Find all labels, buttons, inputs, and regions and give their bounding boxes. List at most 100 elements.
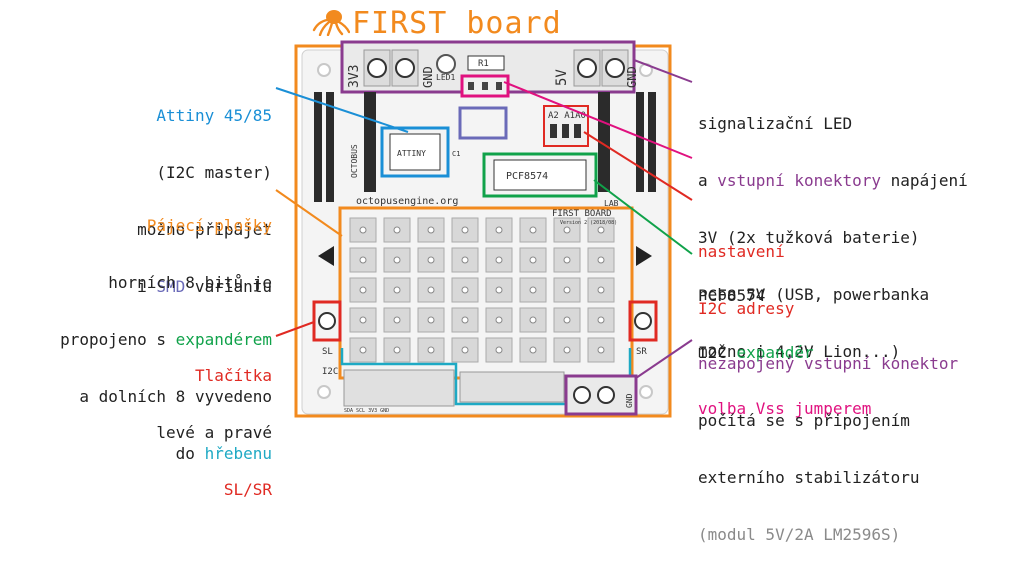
board-diagram: 3V3 GND LED1 R1 5V GND ATTINY C1 OCTOBUS… <box>275 40 693 418</box>
note-attiny-line3: možno připájet <box>137 220 272 239</box>
note-expander-line2: I2C expandér <box>698 343 814 362</box>
label-gnd2: GND <box>625 66 639 88</box>
pad-hole <box>529 346 537 354</box>
pad-hole <box>461 346 469 354</box>
note-address: nastavení I2C adresy <box>698 204 898 337</box>
label-gnd3: GND <box>625 393 634 408</box>
pad-hole <box>393 286 401 294</box>
attiny-box <box>380 126 450 178</box>
button-sl-box <box>312 300 342 342</box>
callout-line-led <box>633 59 693 83</box>
solder-pad-grid <box>349 217 615 363</box>
note-attiny-title: Attiny 45/85 <box>156 106 272 125</box>
callout-line-jumper <box>503 81 693 159</box>
note-pads-line3: propojeno s expandérem <box>60 330 272 349</box>
pad-hole <box>393 316 401 324</box>
pcf8574-box <box>482 152 598 198</box>
note-led-line1: signalizační LED <box>698 114 853 133</box>
pad-hole <box>359 226 367 234</box>
note-led-line4: nebo 5V (USB, powerbanka <box>698 285 930 304</box>
resistor-r1 <box>467 55 505 71</box>
pad-hole <box>597 346 605 354</box>
note-buttons: Tlačítka levé a pravé SL/SR <box>100 328 272 518</box>
pad-hole <box>495 226 503 234</box>
pad-hole <box>563 226 571 234</box>
pad-hole <box>461 256 469 264</box>
pad-hole <box>495 316 503 324</box>
note-attiny-line4: i SMD variantu <box>137 277 272 296</box>
pad-hole <box>427 346 435 354</box>
right-arrow-icon <box>636 246 652 266</box>
label-led1: LED1 <box>436 73 455 82</box>
solder-pad <box>587 277 615 303</box>
label-attiny: ATTINY <box>397 149 426 158</box>
note-address-line2: I2C adresy <box>698 299 795 318</box>
pad-hole <box>427 286 435 294</box>
pad-hole <box>393 256 401 264</box>
label-i2c: I2C <box>322 367 338 377</box>
pad-hole <box>597 256 605 264</box>
callout-line-connector <box>635 339 693 379</box>
pad-hole <box>461 226 469 234</box>
note-connector-line4: (modul 5V/2A LM2596S) <box>698 525 901 544</box>
pad-hole <box>597 316 605 324</box>
pad-hole <box>393 346 401 354</box>
page-title: FIRST board <box>352 6 562 41</box>
note-led: signalizační LED a vstupní konektory nap… <box>698 76 1018 437</box>
pad-hole <box>359 316 367 324</box>
note-buttons-title: Tlačítka <box>194 366 272 385</box>
label-address: A2 A1A0 <box>548 111 586 121</box>
callout-line-attiny <box>275 87 409 133</box>
solder-pad <box>383 307 411 333</box>
note-led-line6: volba Vss jumperem <box>698 399 872 418</box>
pad-hole <box>495 256 503 264</box>
pad-hole <box>597 226 605 234</box>
label-3v3: 3V3 <box>347 65 362 88</box>
pad-hole <box>495 346 503 354</box>
screw-terminals <box>363 49 629 87</box>
pad-hole <box>529 286 537 294</box>
pad-hole <box>359 346 367 354</box>
pad-hole <box>359 286 367 294</box>
label-version: Version 2 (2018/08) <box>560 220 617 226</box>
smd-footprint-box <box>458 106 508 140</box>
pad-hole <box>563 346 571 354</box>
label-board-name: FIRST BOARD <box>552 209 612 219</box>
pcf8574-chip <box>493 159 587 191</box>
pad-hole <box>563 286 571 294</box>
label-r1: R1 <box>478 59 489 69</box>
label-sr: SR <box>636 347 647 357</box>
pad-hole <box>427 316 435 324</box>
callout-line-buttons <box>275 321 315 337</box>
pad-hole <box>563 316 571 324</box>
note-led-line3: 3V (2x tužková baterie) <box>698 228 920 247</box>
note-connector-line3: externího stabilizátoru <box>698 468 920 487</box>
note-pads-line2: horních 8 bitů je <box>108 273 272 292</box>
note-buttons-line2: levé a pravé <box>156 423 272 442</box>
callout-line-address <box>583 131 693 201</box>
label-c1: C1 <box>452 150 460 158</box>
solder-pad <box>485 247 513 273</box>
solder-pad <box>417 307 445 333</box>
label-url: octopusengine.org <box>356 196 458 207</box>
solder-pad <box>553 217 581 243</box>
pad-hole <box>393 226 401 234</box>
callout-line-pads <box>275 189 343 237</box>
note-pads: Pájecí plošky horních 8 bitů je propojen… <box>30 178 272 482</box>
left-arrow-icon <box>318 246 334 266</box>
button-sr-box <box>628 300 658 342</box>
note-expander: PCF8574 I2C expandér <box>698 248 898 381</box>
left-header-pins <box>314 92 376 202</box>
pad-hole <box>461 316 469 324</box>
pad-hole <box>461 286 469 294</box>
pad-hole <box>597 286 605 294</box>
pad-hole <box>529 316 537 324</box>
bottom-header <box>343 369 565 407</box>
pad-hole <box>495 286 503 294</box>
pad-hole <box>427 256 435 264</box>
note-connector: nezapojený vstupní konektor počítá se s … <box>698 316 1018 563</box>
note-led-line2: a vstupní konektory napájení <box>698 171 968 190</box>
pad-hole <box>359 256 367 264</box>
note-pads-line4: a dolních 8 vyvedeno <box>79 387 272 406</box>
label-gnd: GND <box>421 66 435 88</box>
